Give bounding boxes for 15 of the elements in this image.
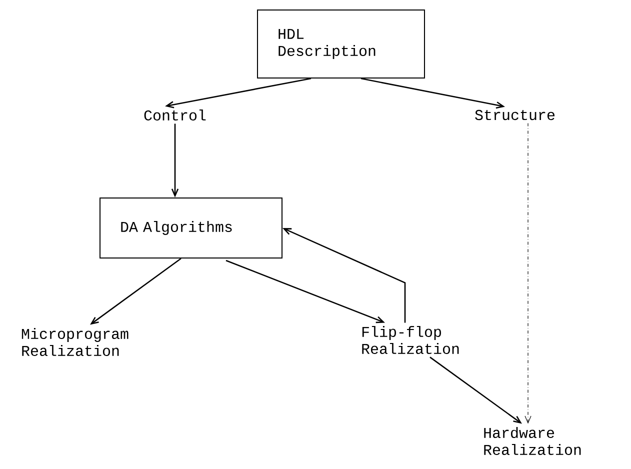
process-box: DA Algorithms [100, 198, 282, 258]
arrow [90, 258, 182, 325]
process-box: HDL Description [257, 10, 425, 78]
arrow [282, 228, 406, 323]
arrow [171, 124, 179, 198]
node-label: Control [144, 110, 206, 120]
node-label: Structure [475, 110, 555, 120]
node-label: Hardware Realization [484, 427, 581, 455]
arrow [226, 260, 385, 324]
arrow [524, 123, 532, 424]
arrow [165, 78, 312, 108]
arrow [360, 78, 505, 109]
node-label: Flip-flop Realization [362, 326, 459, 354]
node-label: Microprogram Realization [22, 328, 128, 356]
arrow [430, 356, 522, 424]
